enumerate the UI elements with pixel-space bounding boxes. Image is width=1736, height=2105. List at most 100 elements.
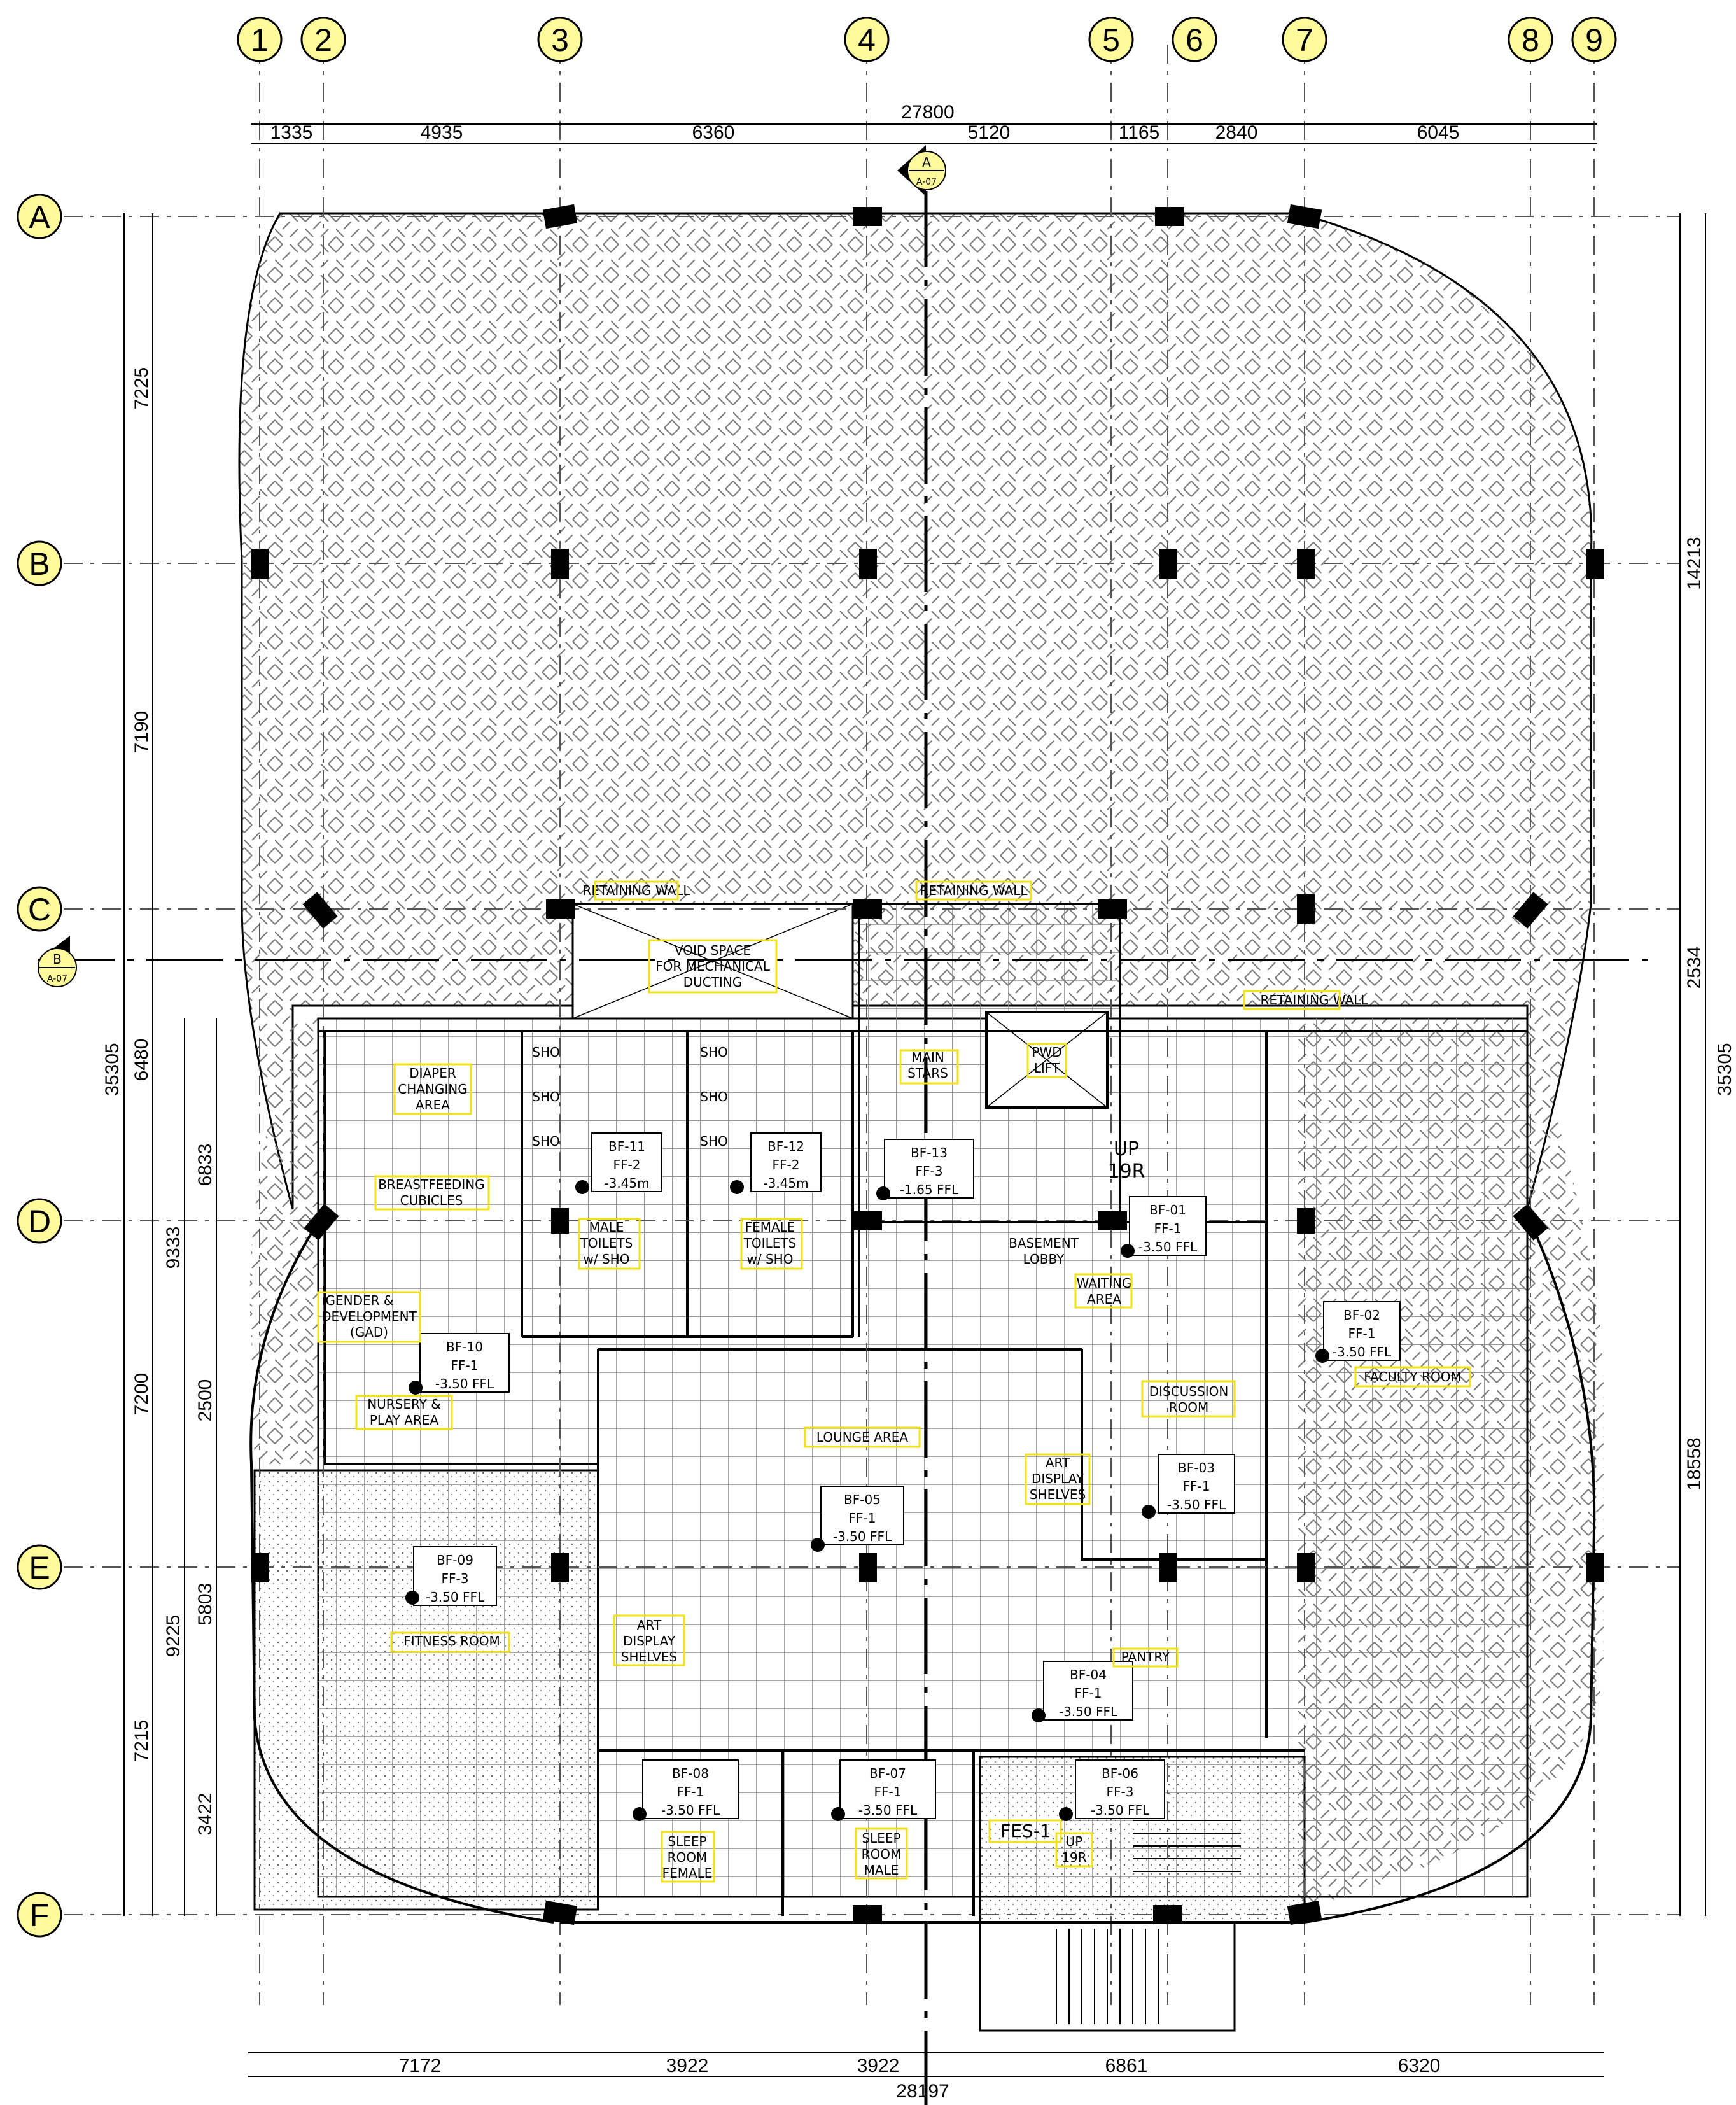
dim-right-1: 14213 (1684, 537, 1705, 589)
room-level: -3.45m (604, 1176, 649, 1191)
sho-label-2: SHO (532, 1089, 559, 1104)
waiting-line-2: AREA (1087, 1292, 1121, 1307)
grid-bubbles-columns: 1 2 3 4 5 6 7 8 9 (237, 17, 1617, 62)
room-code: BF-11 (608, 1139, 645, 1154)
dim-top-6: 2840 (1215, 122, 1258, 143)
dim-top-4: 5120 (968, 122, 1011, 143)
room-tag-bf12: BF-12 FF-2 -3.45m FEMALE TOILETS w/ SHO (743, 1132, 822, 1267)
room-finish: FF-2 (613, 1157, 641, 1172)
dim-bottom-3: 3922 (857, 2055, 900, 2076)
bottom-dimensions (248, 2052, 1604, 2077)
grid-col-2: 2 (314, 22, 332, 58)
faculty-floor (1273, 1018, 1527, 1897)
diaper-line-2: CHANGING (398, 1081, 468, 1097)
level-markers (405, 1180, 1329, 1821)
dim-top-2: 4935 (421, 122, 463, 143)
grid-row-e: E (29, 1550, 50, 1586)
stair-up-fes-2: 19R (1061, 1850, 1086, 1865)
grid-col-8: 8 (1522, 22, 1539, 58)
pwd-lift-line-1: PWD (1032, 1045, 1061, 1060)
room-tag-bf06: BF-06 FF-3 -3.50 FFL FES-1 (1000, 1759, 1165, 1841)
waiting-line-1: WAITING (1077, 1276, 1132, 1291)
stair-up-main-1: UP (1114, 1138, 1139, 1160)
room-name-1: PANTRY (1121, 1649, 1170, 1665)
stair-up-main-2: 19R (1107, 1160, 1145, 1183)
room-name-1: NURSERY & (367, 1397, 441, 1412)
room-code: BF-01 (1149, 1202, 1186, 1218)
grid-col-5: 5 (1102, 22, 1120, 58)
room-tag-bf13: BF-13 FF-3 -1.65 FFL MAIN STARS (884, 1050, 974, 1199)
room-name-1: BASEMENT (1009, 1236, 1079, 1251)
pwd-lift-line-2: LIFT (1034, 1060, 1060, 1076)
dim-left-s2: 9333 (163, 1227, 184, 1269)
room-tag-bf10: BF-10 FF-1 -3.50 FFL NURSERY & PLAY AREA (367, 1333, 510, 1428)
dim-right-2: 2534 (1684, 947, 1705, 989)
room-tag-bf03: BF-03 FF-1 -3.50 FFL DISCUSSION ROOM (1149, 1384, 1235, 1514)
gad-line-2: DEVELOPMENT (321, 1309, 417, 1324)
room-code: BF-02 (1343, 1307, 1380, 1323)
room-name-2: TOILETS (743, 1236, 797, 1251)
dim-right-overall: 35305 (1714, 1043, 1735, 1095)
room-code: BF-06 (1102, 1766, 1138, 1781)
dim-left-overall: 35305 (102, 1043, 123, 1095)
room-tag-bf01: BF-01 FF-1 -3.50 FFL BASEMENT LOBBY (1009, 1196, 1207, 1267)
room-level: -3.50 FFL (661, 1803, 720, 1818)
diaper-line-3: AREA (416, 1097, 450, 1113)
sho-label-5: SHO (700, 1089, 727, 1104)
left-dimensions (123, 213, 217, 1916)
dim-right-3: 18558 (1684, 1437, 1705, 1490)
retaining-wall-label-2: RETAINING WALL (920, 883, 1028, 898)
room-name-3: w/ SHO (584, 1251, 630, 1267)
room-level: -3.50 FFL (426, 1589, 485, 1605)
section-b-letter: B (53, 952, 62, 967)
room-level: -3.50 FFL (435, 1376, 494, 1391)
sho-label-1: SHO (532, 1045, 559, 1060)
room-finish: FF-3 (1107, 1784, 1134, 1799)
room-code: BF-07 (869, 1766, 906, 1781)
dim-bottom-4: 6861 (1105, 2055, 1148, 2076)
section-marker-b: B A-07 (38, 936, 77, 987)
grid-col-7: 7 (1296, 22, 1313, 58)
room-level: -3.45m (763, 1176, 808, 1191)
retaining-wall-label-3: RETAINING WALL (1260, 992, 1368, 1008)
room-level: -3.50 FFL (1333, 1344, 1392, 1360)
grid-row-d: D (28, 1204, 51, 1239)
art-display-2-line-1: ART (637, 1617, 662, 1633)
room-code: BF-10 (446, 1339, 483, 1355)
dim-top-5: 1165 (1119, 122, 1160, 143)
room-finish: FF-1 (874, 1784, 902, 1799)
room-name-2: ROOM (1169, 1400, 1209, 1415)
top-dimensions (251, 123, 1597, 144)
room-level: -3.50 FFL (858, 1803, 918, 1818)
room-name-1: FACULTY ROOM (1364, 1369, 1461, 1384)
section-b-sheet: A-07 (47, 974, 67, 984)
grid-row-c: C (28, 892, 51, 927)
room-name-1: MALE (589, 1220, 624, 1235)
room-finish: FF-1 (1183, 1479, 1210, 1494)
room-finish: FF-1 (1154, 1221, 1182, 1236)
room-name-3: FEMALE (662, 1866, 713, 1881)
dim-left-s5: 9225 (163, 1615, 184, 1658)
room-code: BF-05 (844, 1492, 881, 1507)
room-name-1: MAIN (911, 1050, 944, 1065)
dim-top-overall: 27800 (901, 102, 954, 123)
room-level: -3.50 FFL (1167, 1497, 1226, 1512)
room-finish: FF-3 (916, 1164, 943, 1179)
section-a-sheet: A-07 (916, 177, 937, 187)
dim-top-1: 1335 (270, 122, 313, 143)
sho-label-6: SHO (700, 1134, 727, 1149)
void-space-line-3: DUCTING (683, 975, 743, 990)
room-name-1: SLEEP (668, 1834, 706, 1849)
art-display-1-line-3: SHELVES (1030, 1487, 1086, 1502)
retaining-wall-label-1: RETAINING WALL (582, 883, 690, 898)
room-finish: FF-1 (1348, 1326, 1376, 1341)
room-level: -3.50 FFL (1138, 1239, 1198, 1255)
room-code: BF-13 (911, 1145, 948, 1160)
room-tag-bf09: BF-09 FF-3 -3.50 FFL FITNESS ROOM (403, 1546, 500, 1649)
grid-bubbles-rows: A B C D E F (17, 194, 62, 1938)
room-level: -3.50 FFL (1091, 1803, 1150, 1818)
dim-top-7: 6045 (1417, 122, 1460, 143)
dim-left-5: 7215 (131, 1720, 152, 1763)
room-tag-bf05: BF-05 FF-1 -3.50 FFL LOUNGE AREA (816, 1430, 908, 1545)
